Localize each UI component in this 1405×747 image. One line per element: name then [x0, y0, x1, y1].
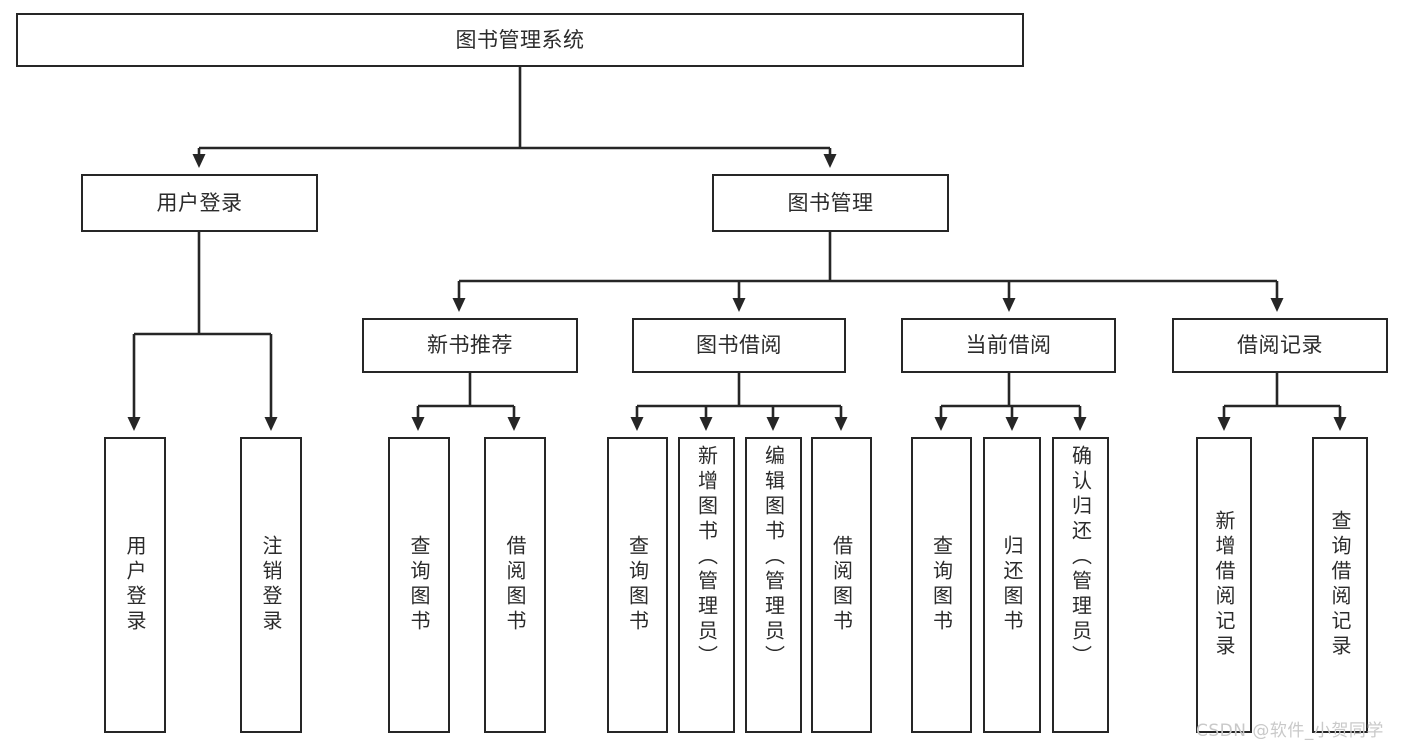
- node-leaf-borrow-book-1[interactable]: 借阅图书: [484, 437, 546, 733]
- node-label-leaf-logout-login: 注销登录: [259, 535, 283, 635]
- node-current-borrow[interactable]: 当前借阅: [901, 318, 1116, 373]
- node-label-leaf-query-book-2: 查询图书: [625, 535, 650, 635]
- csdn-watermark: CSDN @软件_小贺同学: [1196, 721, 1384, 741]
- arrowhead-current-to-leaf-2: [1005, 417, 1019, 431]
- node-label-leaf-borrow-book-1: 借阅图书: [503, 535, 527, 635]
- node-leaf-add-borrow-record[interactable]: 新增借阅记录: [1196, 437, 1252, 733]
- node-label-leaf-confirm-return-admin: 确认归还（管理员）: [1068, 445, 1093, 670]
- node-root[interactable]: 图书管理系统: [16, 13, 1024, 67]
- arrowhead-root-to-book-manage: [823, 154, 837, 168]
- node-leaf-confirm-return-admin[interactable]: 确认归还（管理员）: [1052, 437, 1109, 733]
- node-leaf-query-borrow-record[interactable]: 查询借阅记录: [1312, 437, 1368, 733]
- arrowhead-borrow-to-leaf-2: [699, 417, 713, 431]
- node-leaf-borrow-book-2[interactable]: 借阅图书: [811, 437, 872, 733]
- arrowhead-book-manage-to-record: [1270, 298, 1284, 312]
- node-leaf-query-book-3[interactable]: 查询图书: [911, 437, 972, 733]
- node-label-leaf-add-book-admin: 新增图书（管理员）: [694, 445, 719, 670]
- node-leaf-add-book-admin[interactable]: 新增图书（管理员）: [678, 437, 735, 733]
- node-new-book-recommend[interactable]: 新书推荐: [362, 318, 578, 373]
- node-borrow-record[interactable]: 借阅记录: [1172, 318, 1388, 373]
- arrowhead-user-login-to-leaf-2: [264, 417, 278, 431]
- arrowhead-book-manage-to-current: [1002, 298, 1016, 312]
- node-leaf-logout-login[interactable]: 注销登录: [240, 437, 302, 733]
- arrowhead-book-manage-to-borrow: [732, 298, 746, 312]
- node-label-leaf-query-borrow-record: 查询借阅记录: [1328, 510, 1352, 660]
- node-leaf-user-login[interactable]: 用户登录: [104, 437, 166, 733]
- node-label-user-login: 用户登录: [156, 190, 243, 215]
- arrowhead-borrow-to-leaf-1: [630, 417, 644, 431]
- arrowhead-record-to-leaf-2: [1333, 417, 1347, 431]
- arrowhead-new-book-to-leaf-2: [507, 417, 521, 431]
- arrowhead-user-login-to-leaf-1: [127, 417, 141, 431]
- node-label-leaf-user-login: 用户登录: [123, 535, 147, 635]
- node-user-login[interactable]: 用户登录: [81, 174, 318, 232]
- node-label-leaf-add-borrow-record: 新增借阅记录: [1212, 510, 1236, 660]
- node-label-leaf-query-book-1: 查询图书: [407, 535, 431, 635]
- node-label-leaf-borrow-book-2: 借阅图书: [829, 535, 854, 635]
- arrowhead-borrow-to-leaf-4: [834, 417, 848, 431]
- node-book-borrow[interactable]: 图书借阅: [632, 318, 846, 373]
- node-label-leaf-query-book-3: 查询图书: [929, 535, 954, 635]
- node-label-leaf-return-book: 归还图书: [1000, 535, 1024, 635]
- arrowhead-current-to-leaf-1: [934, 417, 948, 431]
- arrowhead-new-book-to-leaf-1: [411, 417, 425, 431]
- node-leaf-edit-book-admin[interactable]: 编辑图书（管理员）: [745, 437, 802, 733]
- node-label-root: 图书管理系统: [455, 27, 585, 52]
- node-leaf-query-book-2[interactable]: 查询图书: [607, 437, 668, 733]
- arrowhead-book-manage-to-new-book: [452, 298, 466, 312]
- node-leaf-return-book[interactable]: 归还图书: [983, 437, 1041, 733]
- arrowhead-borrow-to-leaf-3: [766, 417, 780, 431]
- node-leaf-query-book-1[interactable]: 查询图书: [388, 437, 450, 733]
- arrowhead-current-to-leaf-3: [1073, 417, 1087, 431]
- node-label-current-borrow: 当前借阅: [965, 333, 1052, 358]
- node-book-manage[interactable]: 图书管理: [712, 174, 949, 232]
- arrowhead-record-to-leaf-1: [1217, 417, 1231, 431]
- node-label-new-book-recommend: 新书推荐: [427, 333, 513, 358]
- node-label-leaf-edit-book-admin: 编辑图书（管理员）: [761, 445, 786, 670]
- node-label-borrow-record: 借阅记录: [1237, 333, 1323, 358]
- arrowhead-root-to-user-login: [192, 154, 206, 168]
- node-label-book-borrow: 图书借阅: [696, 333, 782, 358]
- node-label-book-manage: 图书管理: [787, 190, 874, 215]
